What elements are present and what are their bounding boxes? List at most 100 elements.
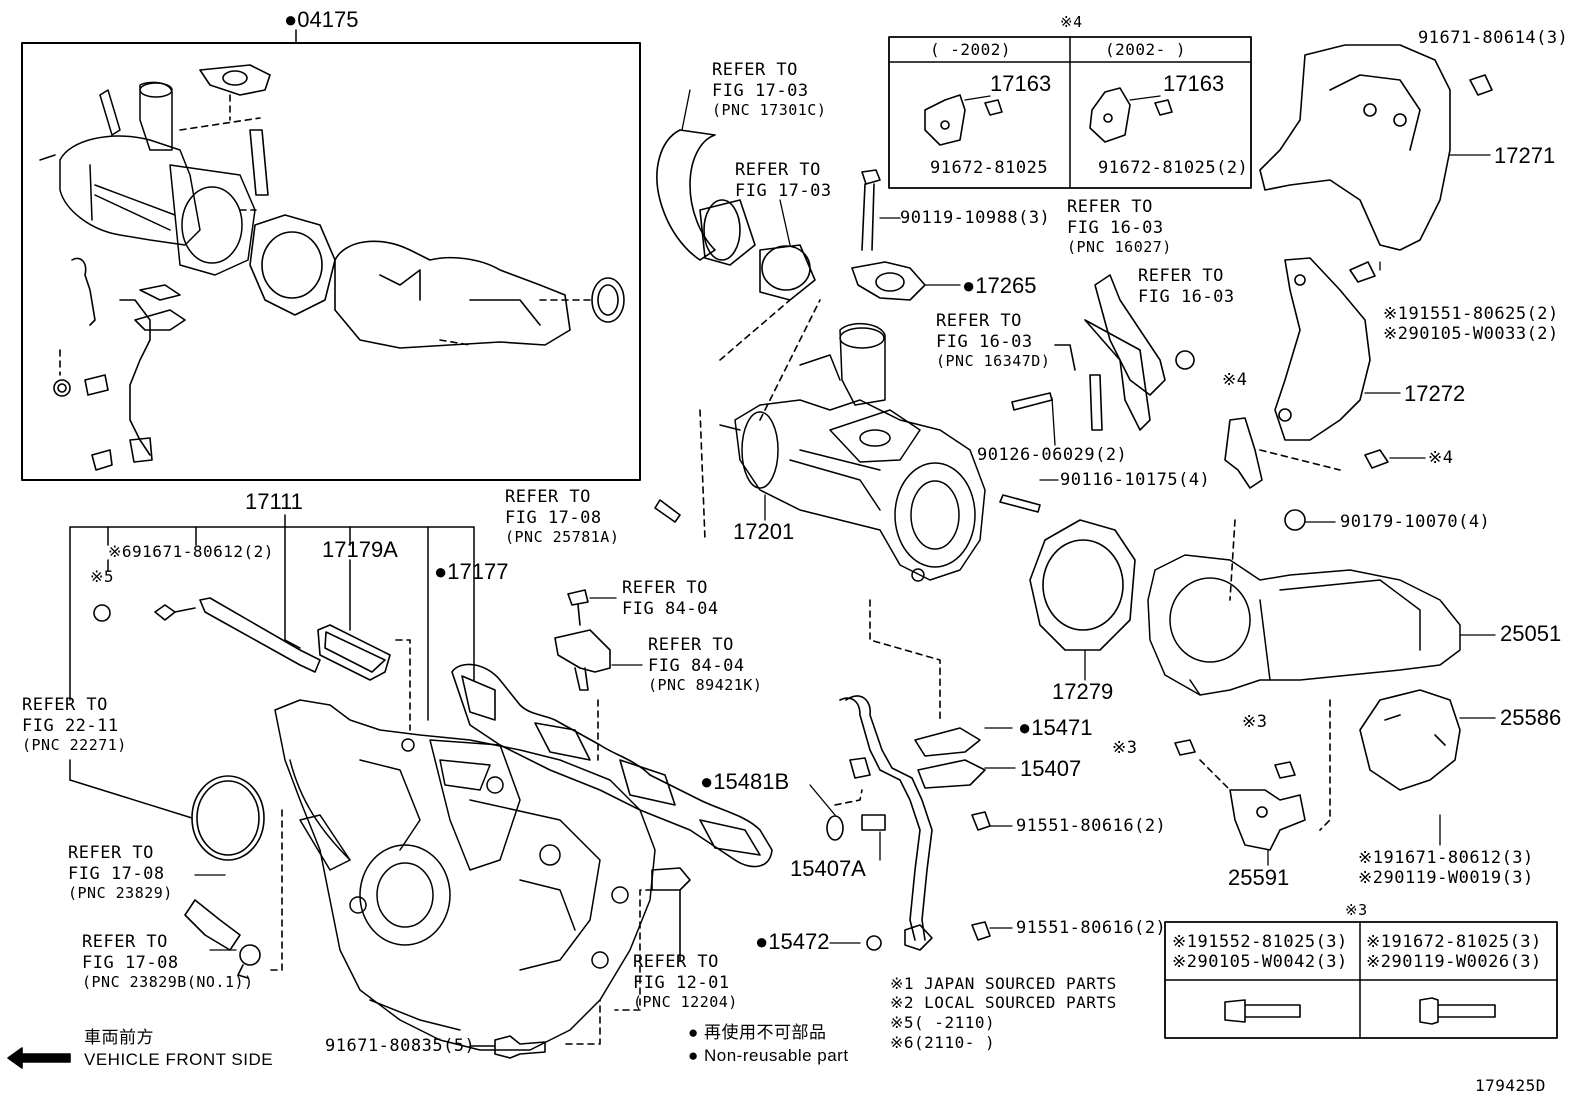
part-290119-W0019[interactable]: ※290119-W0019(3) [1358, 868, 1534, 888]
x3-table-title: ※3 [1345, 901, 1368, 919]
x3-left-part-2[interactable]: ※290105-W0042(3) [1172, 952, 1348, 972]
plug-12204 [651, 867, 691, 891]
bracket-25591 [1229, 789, 1306, 851]
part-91672-81025-b[interactable]: 91672-81025(2) [1098, 158, 1249, 178]
part-90119-10988[interactable]: 90119-10988(3) [900, 208, 1051, 228]
refer-25781A[interactable]: REFER TO FIG 17-08 (PNC 25781A) [505, 487, 619, 546]
part-17111[interactable]: 17111 [245, 489, 303, 514]
plate-17111 [199, 597, 321, 673]
part-25591[interactable]: 25591 [1228, 865, 1290, 890]
part-91551-80616-a[interactable]: 91551-80616(2) [1016, 816, 1167, 836]
bolt-90119-10988 [861, 169, 881, 185]
x3-right-part-2[interactable]: ※290119-W0026(3) [1366, 952, 1542, 972]
ref-pnc: (PNC 16027) [1067, 238, 1172, 256]
refer-17-03[interactable]: REFER TO FIG 17-03 [735, 160, 832, 202]
part-91671-80612-x6[interactable]: ※691671-80612(2) [108, 542, 274, 561]
ref-line: REFER TO [82, 932, 168, 952]
part-15407[interactable]: 15407 [1020, 756, 1082, 781]
part-25781A [654, 499, 681, 523]
part-90116-10175[interactable]: 90116-10175(4) [1060, 470, 1211, 490]
catalytic-converter-25051 [1147, 554, 1461, 696]
bracket-x4 [1224, 417, 1263, 489]
part-17163-a[interactable]: 17163 [990, 71, 1052, 96]
part-90126-06029[interactable]: 90126-06029(2) [977, 445, 1128, 465]
x3-right-part-1[interactable]: ※191672-81025(3) [1366, 932, 1542, 952]
refer-89421K[interactable]: REFER TO FIG 84-04 (PNC 89421K) [648, 635, 762, 694]
diagram-id: 179425D [1475, 1076, 1546, 1095]
part-17179A[interactable]: 17179A [322, 537, 398, 562]
ref-line: FIG 22-11 [22, 716, 119, 736]
part-04175[interactable]: ●04175 [284, 7, 359, 32]
legend-x5-range: ※5( -2110) [890, 1013, 996, 1032]
refer-22271[interactable]: REFER TO FIG 22-11 (PNC 22271) [22, 695, 127, 754]
heat-insulator-17272 [1274, 257, 1371, 441]
part-290105-W0033[interactable]: ※290105-W0033(2) [1383, 324, 1559, 344]
x3-left-part-1[interactable]: ※191552-81025(3) [1172, 932, 1348, 952]
part-191671-80612[interactable]: ※191671-80612(3) [1358, 848, 1534, 868]
refer-23829B[interactable]: REFER TO FIG 17-08 (PNC 23829B(NO.1)) [82, 932, 254, 991]
ref-line: FIG 84-04 [622, 599, 719, 619]
x3-marker-b: ※3 [1242, 712, 1268, 732]
part-15407A[interactable]: 15407A [790, 856, 866, 881]
refer-17301C[interactable]: REFER TO FIG 17-03 (PNC 17301C) [712, 60, 826, 119]
part-90179-10070[interactable]: 90179-10070(4) [1340, 512, 1491, 532]
ref-pnc: (PNC 23829B(NO.1)) [82, 973, 254, 991]
refer-16347D[interactable]: REFER TO FIG 16-03 (PNC 16347D) [936, 311, 1050, 370]
intake-manifold [274, 699, 656, 1051]
ref-line: REFER TO [1138, 266, 1224, 286]
legend-non-reusable-jp: ● 再使用不可部品 [688, 1023, 827, 1042]
part-25586[interactable]: 25586 [1500, 705, 1562, 730]
union-15407A [861, 814, 886, 831]
bracket-17163-a [924, 94, 966, 146]
x4-col-b: (2002- ) [1105, 40, 1187, 59]
part-17163-b[interactable]: 17163 [1163, 71, 1225, 96]
kit-turbocharger-sketch [39, 81, 256, 276]
part-91551-80616-b[interactable]: 91551-80616(2) [1016, 918, 1167, 938]
bolt-x3-right [1419, 997, 1496, 1025]
x4-col-a: ( -2002) [930, 40, 1012, 59]
part-15471[interactable]: ●15471 [1018, 715, 1093, 740]
ref-line: REFER TO [22, 695, 108, 715]
legend-x6-range: ※6(2110- ) [890, 1033, 996, 1052]
vehicle-front-arrow [7, 1047, 71, 1069]
bracket-17111 [69, 514, 475, 819]
part-17271[interactable]: 17271 [1494, 143, 1556, 168]
kit-exhaust-manifold [334, 240, 571, 349]
hose-clamp-a [699, 199, 756, 266]
gasket-15472 [866, 935, 882, 951]
ref-line: FIG 17-03 [735, 181, 832, 201]
x4-table-title: ※4 [1060, 13, 1083, 31]
ref-pnc: (PNC 16347D) [936, 352, 1051, 370]
ref-pnc: (PNC 25781A) [505, 528, 620, 546]
ref-pnc: (PNC 17301C) [712, 101, 827, 119]
leader-lines [194, 89, 1496, 951]
part-15481B[interactable]: ●15481B [700, 769, 790, 794]
refer-84-04-a[interactable]: REFER TO FIG 84-04 [622, 578, 719, 620]
refer-23829[interactable]: REFER TO FIG 17-08 (PNC 23829) [68, 843, 173, 902]
part-17265[interactable]: ●17265 [962, 273, 1037, 298]
part-191551-80625[interactable]: ※191551-80625(2) [1383, 304, 1559, 324]
refer-16-03[interactable]: REFER TO FIG 16-03 [1138, 266, 1235, 308]
part-91671-80614[interactable]: 91671-80614(3) [1418, 28, 1569, 48]
part-17201[interactable]: 17201 [733, 519, 795, 544]
part-15472[interactable]: ●15472 [755, 929, 830, 954]
kit-gasket-strip [249, 129, 269, 196]
kit-04175-frame [21, 42, 641, 481]
part-17177[interactable]: ●17177 [434, 559, 509, 584]
clip-x5 [93, 604, 111, 622]
part-91671-80835[interactable]: 91671-80835(5) [325, 1036, 476, 1056]
ref-line: REFER TO [648, 635, 734, 655]
tube-15407 [839, 697, 921, 941]
bolt-x3-left [1224, 999, 1301, 1023]
refer-12204[interactable]: REFER TO FIG 12-01 (PNC 12204) [633, 952, 738, 1011]
legend-non-reusable-en: ● Non-reusable part [688, 1046, 849, 1065]
part-25051[interactable]: 25051 [1500, 621, 1562, 646]
gasket-17279 [1029, 519, 1136, 651]
part-17279[interactable]: 17279 [1052, 679, 1114, 704]
refer-16027[interactable]: REFER TO FIG 16-03 (PNC 16027) [1067, 197, 1172, 256]
x5-marker: ※5 [90, 567, 115, 586]
part-91672-81025-a[interactable]: 91672-81025 [930, 158, 1049, 178]
part-17272[interactable]: 17272 [1404, 381, 1466, 406]
ref-line: FIG 17-08 [68, 864, 165, 884]
